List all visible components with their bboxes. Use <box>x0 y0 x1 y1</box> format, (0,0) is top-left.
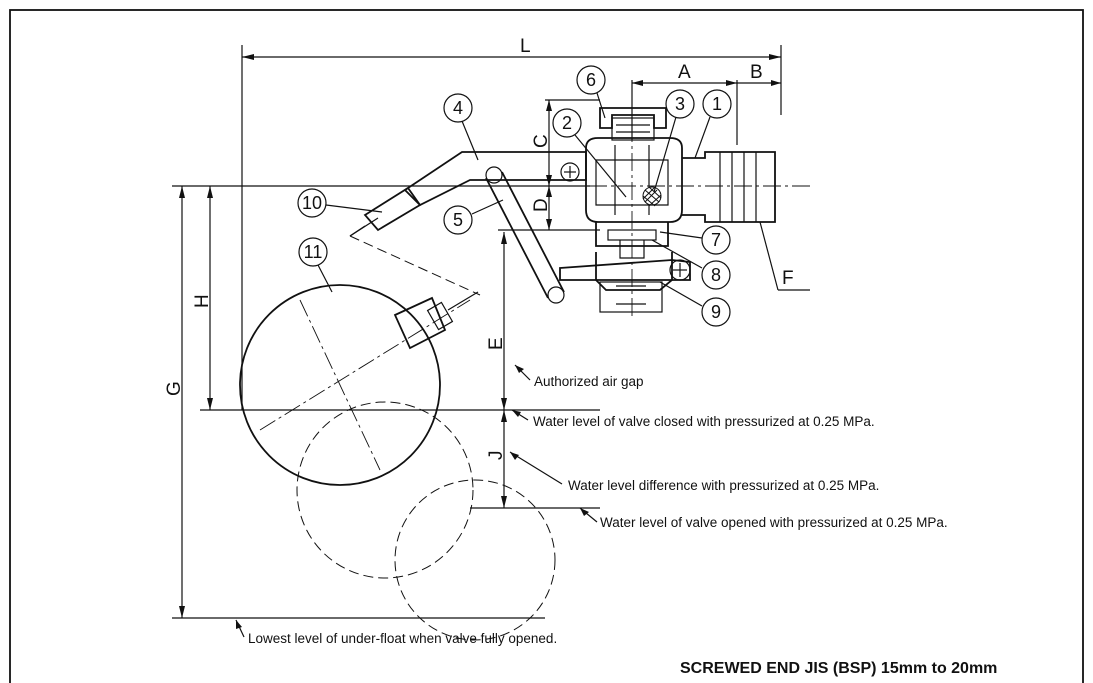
label-e: E <box>486 337 507 350</box>
valve-body <box>559 95 810 318</box>
part-8: 8 <box>651 239 731 290</box>
label-c: C <box>531 134 552 148</box>
level-difference-annotation: Water level difference with pressurized … <box>568 478 879 493</box>
drawing-caption: SCREWED END JIS (BSP) 15mm to 20mm <box>680 660 997 677</box>
dimension-a-b: A B <box>631 62 781 145</box>
part-6: 6 <box>576 65 606 119</box>
svg-text:3: 3 <box>675 94 685 114</box>
svg-text:10: 10 <box>302 193 322 213</box>
part-1: 1 <box>694 89 732 159</box>
svg-text:5: 5 <box>453 210 463 230</box>
part-10: 10 <box>297 188 383 218</box>
strainer-mesh <box>642 186 662 207</box>
svg-text:1: 1 <box>712 94 722 114</box>
label-j: J <box>486 451 507 461</box>
label-f: F <box>782 268 794 289</box>
closed-level-annotation: Water level of valve closed with pressur… <box>533 414 875 429</box>
air-gap-annotation: Authorized air gap <box>534 374 644 389</box>
part-11: 11 <box>298 237 333 293</box>
label-a: A <box>678 62 691 83</box>
dimension-l: L <box>241 36 782 410</box>
part-balloons: 1 2 3 4 5 6 7 <box>297 65 732 327</box>
part-7: 7 <box>659 225 731 255</box>
label-d: D <box>531 198 552 212</box>
float-ball <box>239 284 479 486</box>
part-3: 3 <box>653 89 695 193</box>
opened-level-annotation: Water level of valve opened with pressur… <box>600 515 948 530</box>
part-9: 9 <box>659 281 731 327</box>
svg-text:9: 9 <box>711 302 721 322</box>
annotation-leaders <box>235 364 598 638</box>
label-g: G <box>164 381 185 396</box>
dimension-c-d: C D <box>498 99 600 231</box>
svg-text:8: 8 <box>711 265 721 285</box>
part-2: 2 <box>552 108 627 198</box>
svg-text:6: 6 <box>586 70 596 90</box>
svg-text:7: 7 <box>711 230 721 250</box>
lowest-level-annotation: Lowest level of under-float when valve f… <box>248 631 557 646</box>
svg-text:11: 11 <box>304 242 323 262</box>
label-h: H <box>192 294 213 308</box>
float-ball-positions <box>296 235 556 641</box>
dimension-e-j: E J <box>200 232 600 509</box>
upper-lever-arm <box>349 151 587 237</box>
label-b: B <box>750 62 763 83</box>
link-bar <box>485 166 565 304</box>
dimension-f: F <box>759 221 810 291</box>
svg-text:2: 2 <box>562 113 572 133</box>
part-4: 4 <box>443 93 479 161</box>
part-5: 5 <box>443 199 504 235</box>
dimension-g-h: G H <box>164 185 590 619</box>
drawing-frame <box>9 9 1084 683</box>
label-l: L <box>520 36 531 57</box>
svg-text:4: 4 <box>453 98 463 118</box>
